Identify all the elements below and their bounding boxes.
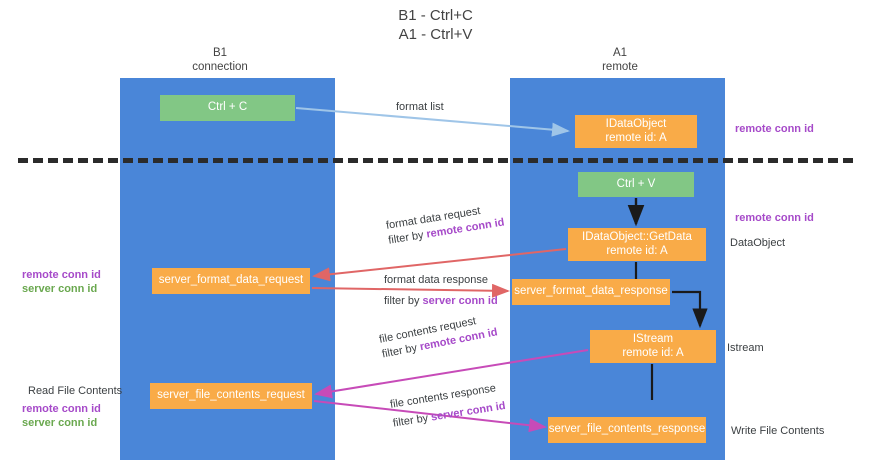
column-b1-name: B1 xyxy=(212,47,228,59)
edge-label-format-list: format list xyxy=(396,100,444,115)
node-istream-line2: remote id: A xyxy=(622,346,684,359)
node-server-format-data-request[interactable]: server_format_data_request xyxy=(152,268,310,294)
annotation-read-file-contents: Read File Contents xyxy=(28,385,123,397)
node-getdata-line2: remote id: A xyxy=(606,244,668,257)
annotation-write-file-contents: Write File Contents xyxy=(731,425,825,437)
node-idataobject-line2: remote id: A xyxy=(605,131,667,144)
column-b1-role: connection xyxy=(192,61,248,73)
node-server-file-contents-request[interactable]: server_file_contents_request xyxy=(150,383,312,409)
node-idataobject-getdata[interactable]: IDataObject::GetData remote id: A xyxy=(568,228,706,261)
node-idataobject-line1: IDataObject xyxy=(605,118,667,130)
annotation-remote-conn-id-mid: remote conn id xyxy=(735,212,814,224)
column-caption-b1: B1 connection xyxy=(140,46,300,74)
arrow-response-to-istream xyxy=(672,290,708,329)
annotation-left-remote-conn-id-1: remote conn id xyxy=(22,269,101,281)
edge-label-fdres-line1: format data response xyxy=(384,274,488,286)
title-line-2: A1 - Ctrl+V xyxy=(398,26,473,43)
arrow-format-list xyxy=(295,107,570,137)
column-a1-role: remote xyxy=(602,61,638,73)
node-server-format-data-response[interactable]: server_format_data_response xyxy=(512,279,670,305)
edge-label-format-data-response: format data response filter by server co… xyxy=(384,273,498,309)
annotation-left-server-conn-id-1: server conn id xyxy=(22,283,98,295)
edge-label-format-list-line1: format list xyxy=(396,101,444,113)
fdres-filter-prefix: filter by xyxy=(384,295,423,307)
title-line-1: B1 - Ctrl+C xyxy=(398,7,473,24)
arrow-format-data-request xyxy=(312,248,567,282)
node-server-file-contents-response-label: server_file_contents_response xyxy=(548,423,706,436)
annotation-left-remote-conn-id-2: remote conn id xyxy=(22,403,101,415)
annotation-left-conn-ids-2: remote conn id server conn id xyxy=(22,402,101,430)
annotation-dataobject: DataObject xyxy=(730,237,786,249)
node-istream[interactable]: IStream remote id: A xyxy=(590,330,716,363)
annotation-remote-conn-id-top: remote conn id xyxy=(735,123,814,135)
phase-divider xyxy=(18,158,853,163)
column-caption-a1: A1 remote xyxy=(540,46,700,74)
page-title: B1 - Ctrl+C A1 - Ctrl+V xyxy=(0,6,871,44)
arrow-file-contents-response xyxy=(313,400,547,433)
node-idataobject[interactable]: IDataObject remote id: A xyxy=(575,115,697,148)
node-istream-line1: IStream xyxy=(632,333,674,345)
annotation-left-conn-ids-1: remote conn id server conn id xyxy=(22,268,101,296)
node-getdata-line1: IDataObject::GetData xyxy=(582,231,692,243)
node-ctrl-v-label: Ctrl + V xyxy=(616,177,656,190)
column-a1-name: A1 xyxy=(612,47,628,59)
arrow-file-contents-request xyxy=(314,349,589,399)
node-ctrl-v[interactable]: Ctrl + V xyxy=(578,172,694,197)
edge-label-fdres-line2: filter by server conn id xyxy=(384,294,498,309)
node-server-file-contents-request-label: server_file_contents_request xyxy=(157,389,305,402)
node-server-file-contents-response[interactable]: server_file_contents_response xyxy=(548,417,706,443)
node-ctrl-c[interactable]: Ctrl + C xyxy=(160,95,295,121)
node-server-format-data-response-label: server_format_data_response xyxy=(514,285,668,298)
arrow-format-data-response xyxy=(311,283,510,298)
fdres-filter-key: server conn id xyxy=(422,295,498,307)
annotation-istream: Istream xyxy=(727,342,764,354)
annotation-left-server-conn-id-2: server conn id xyxy=(22,417,98,429)
node-server-format-data-request-label: server_format_data_request xyxy=(158,274,304,287)
node-ctrl-c-label: Ctrl + C xyxy=(207,101,248,114)
